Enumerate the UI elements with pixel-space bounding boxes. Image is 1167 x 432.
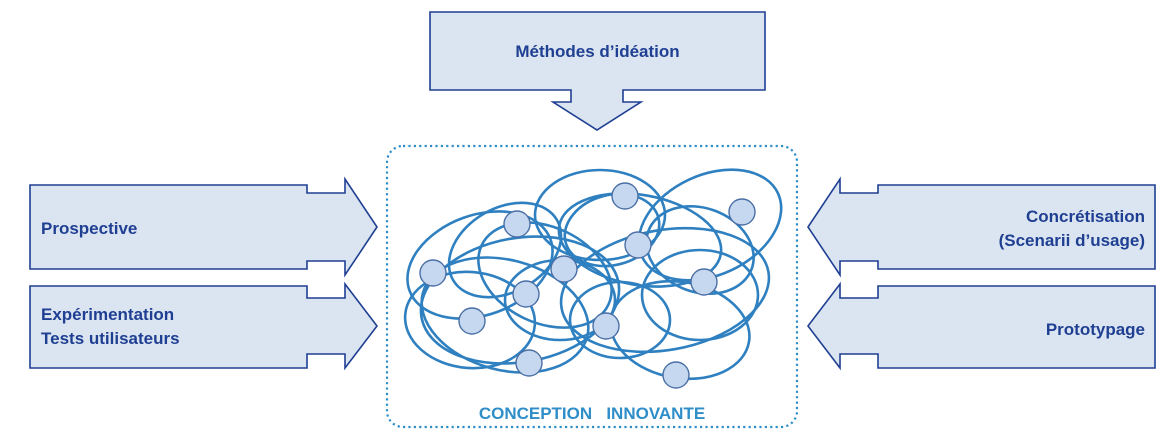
methodes-ideation-text: Méthodes d’idéation [515,42,680,61]
idea-node [503,210,531,238]
methodes-ideation-arrow [429,11,766,131]
idea-circle [406,210,554,320]
prospective-text: Prospective [41,219,138,238]
idea-node [662,361,690,389]
idea-circle [420,256,590,374]
idea-node [419,259,447,287]
scenarii-usage-text: (Scenarii d’usage) [998,231,1145,250]
idea-node [550,255,578,283]
concretisation-arrow [807,176,1156,278]
idea-circle [645,204,755,296]
prototypage-label: Prototypage [880,318,1145,342]
idea-circles [403,168,783,381]
experimentation-label: Expérimentation Tests utilisateurs [41,303,301,351]
prototypage-text: Prototypage [1045,320,1145,339]
idea-circle [403,270,537,370]
prototypage-arrow [806,281,1156,371]
idea-node [728,198,756,226]
conception-box [385,144,799,429]
idea-node [624,231,652,259]
conception-innovante-title: CONCEPTION INNOVANTE [479,404,705,423]
idea-circle [640,248,760,342]
idea-node [611,182,639,210]
idea-node [458,307,486,335]
concretisation-label: Concrétisation (Scenarii d’usage) [880,205,1145,253]
idea-node [592,312,620,340]
idea-circle [533,168,667,262]
idea-nodes [419,182,756,389]
experimentation-arrow [29,281,379,371]
concretisation-text: Concrétisation [1025,207,1145,226]
prospective-label: Prospective [41,217,301,241]
idea-node [515,349,543,377]
methodes-ideation-label: Méthodes d’idéation [430,40,765,64]
prospective-arrow [29,176,378,278]
idea-node [690,268,718,296]
idea-node [512,280,540,308]
idea-circle [559,226,771,354]
tests-utilisateurs-text: Tests utilisateurs [41,329,180,348]
idea-circle [568,280,672,360]
experimentation-text: Expérimentation [41,305,175,324]
